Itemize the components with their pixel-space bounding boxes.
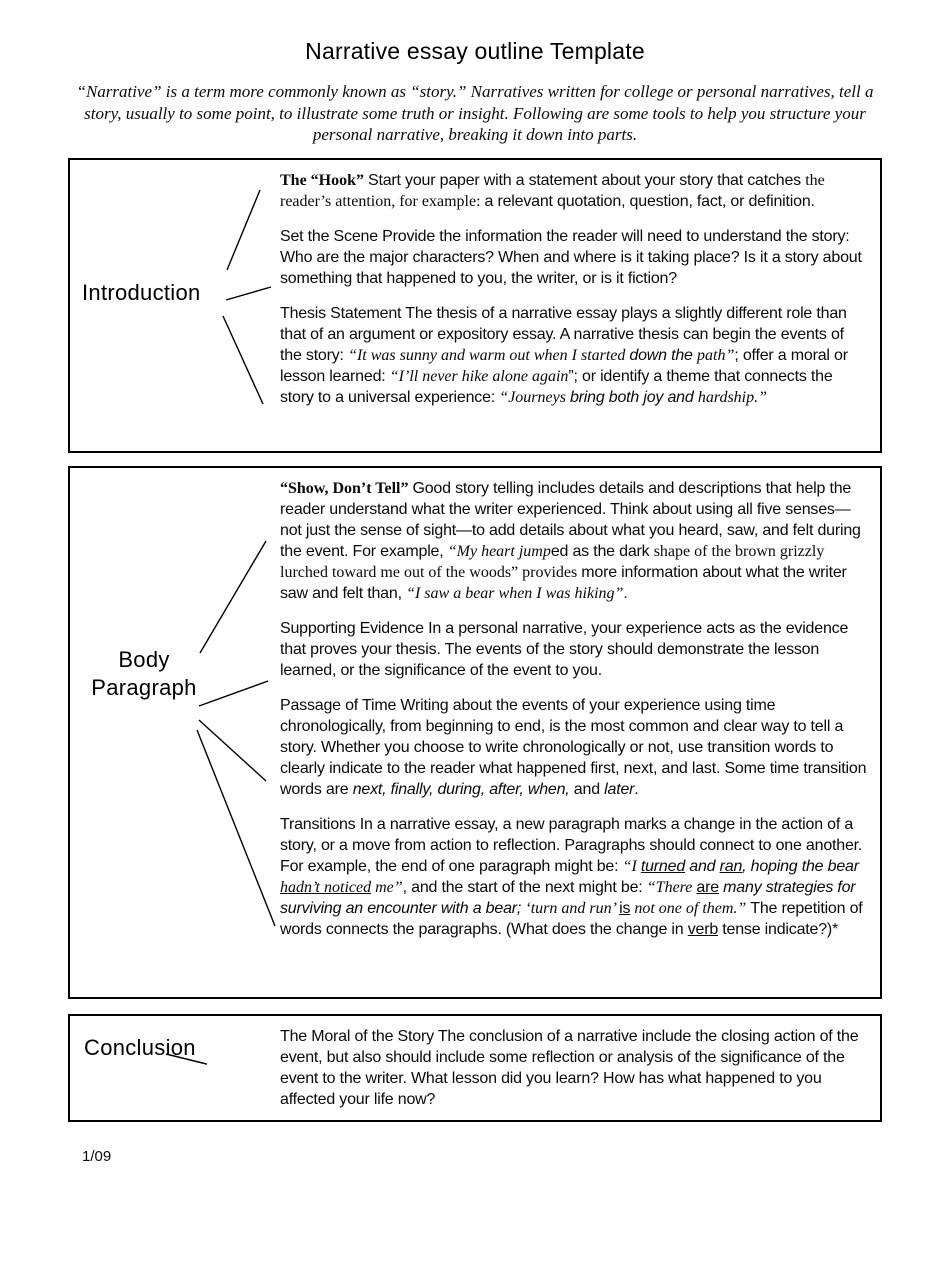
text-segment: The Moral of the Story The conclusion of…	[280, 1027, 859, 1108]
text-segment: path”	[697, 346, 735, 364]
text-segment: “Show, Don’t Tell”	[280, 479, 413, 497]
text-segment: many strategies for surviving an encount…	[280, 878, 856, 917]
text-segment: tense indicate?)*	[718, 920, 839, 938]
paragraph: Set the Scene Provide the information th…	[280, 226, 868, 289]
text-segment: turned	[640, 857, 686, 875]
text-segment: ran	[719, 857, 743, 875]
text-segment: ”; or identify a theme that connects the…	[280, 367, 833, 406]
section-box-conclusion: Conclusion The Moral of the Story The co…	[68, 1013, 882, 1122]
section-label-introduction: Introduction	[82, 279, 201, 305]
text-segment: down the	[629, 346, 697, 364]
document-page: Narrative essay outline Template “Narrat…	[0, 38, 950, 1165]
text-segment: Good story telling includes details and …	[280, 479, 861, 560]
paragraph: The “Hook” Start your paper with a state…	[280, 170, 868, 212]
paragraph: Transitions In a narrative essay, a new …	[280, 814, 868, 940]
text-segment: more information about what the writer s…	[280, 563, 847, 602]
text-segment: .	[634, 780, 639, 798]
text-segment: “There	[646, 878, 697, 896]
text-segment: “Journeys	[499, 388, 570, 406]
section-box-introduction: Introduction The “Hook” Start your paper…	[68, 157, 882, 453]
text-segment: bring both joy and	[569, 388, 698, 406]
text-segment: “I’ll never hike alone again	[389, 367, 569, 385]
text-segment: The “Hook”	[280, 171, 369, 189]
section-box-body-paragraph: Body Paragraph “Show, Don’t Tell” Good s…	[68, 465, 882, 999]
section-content-introduction: The “Hook” Start your paper with a state…	[280, 160, 880, 451]
text-segment: and	[569, 780, 605, 798]
text-segment: .	[623, 584, 628, 602]
footer-date: 1/09	[82, 1147, 112, 1165]
text-segment: shape of the brown grizzly lurched towar…	[280, 542, 825, 581]
text-segment: is	[619, 899, 631, 917]
paragraph: Passage of Time Writing about the events…	[280, 695, 868, 800]
text-segment: , hoping the bear	[742, 857, 859, 875]
text-segment: Passage of Time Writing about the events…	[280, 696, 867, 798]
paragraph: “Show, Don’t Tell” Good story telling in…	[280, 478, 868, 604]
text-segment: Start your paper with a statement about …	[368, 171, 806, 189]
text-segment: ed as the dark	[550, 542, 654, 560]
intro-paragraph: “Narrative” is a term more commonly know…	[76, 82, 874, 144]
text-segment: hardship.”	[697, 388, 768, 406]
paragraph: The Moral of the Story The conclusion of…	[280, 1026, 868, 1110]
section-label-column: Introduction	[70, 160, 280, 451]
text-segment: “My heart jump	[447, 542, 551, 560]
text-segment: me”	[371, 878, 403, 896]
text-segment: verb	[687, 920, 719, 938]
text-segment: Supporting Evidence In a personal narrat…	[280, 619, 849, 679]
text-segment: Transitions In a narrative essay, a new …	[280, 815, 863, 875]
section-label-column: Body Paragraph	[70, 468, 280, 997]
text-segment: “It was sunny and warm out when I starte…	[348, 346, 630, 364]
text-segment: hadn’t noticed	[280, 878, 372, 896]
section-label-conclusion: Conclusion	[84, 1034, 196, 1060]
text-segment: ‘turn and run’	[525, 899, 620, 917]
text-segment: Thesis Statement The thesis of a narrati…	[280, 304, 847, 364]
paragraph: Supporting Evidence In a personal narrat…	[280, 618, 868, 681]
text-segment: next, finally, during, after, when,	[352, 780, 570, 798]
section-content-conclusion: The Moral of the Story The conclusion of…	[280, 1016, 880, 1120]
section-content-body-paragraph: “Show, Don’t Tell” Good story telling in…	[280, 468, 880, 997]
text-segment: the reader’s attention, for example:	[280, 171, 825, 210]
text-segment: “I	[622, 857, 641, 875]
text-segment: The repetition of words connects the par…	[280, 899, 863, 938]
text-segment: “I saw a bear when I was hiking”	[406, 584, 624, 602]
text-segment: later	[604, 780, 635, 798]
text-segment: ; offer a moral or lesson learned:	[280, 346, 848, 385]
text-segment: and	[685, 857, 720, 875]
paragraph: Thesis Statement The thesis of a narrati…	[280, 303, 868, 408]
text-segment: , and the start of the next might be:	[402, 878, 647, 896]
text-segment: Set the Scene Provide the information th…	[280, 227, 862, 287]
section-label-column: Conclusion	[70, 1016, 280, 1120]
page-title: Narrative essay outline Template	[305, 38, 645, 64]
text-segment: not one of them.”	[630, 899, 747, 917]
section-label-body-paragraph: Body Paragraph	[91, 646, 197, 700]
text-segment: a relevant quotation, question, fact, or…	[484, 192, 815, 210]
text-segment: are	[696, 878, 719, 896]
